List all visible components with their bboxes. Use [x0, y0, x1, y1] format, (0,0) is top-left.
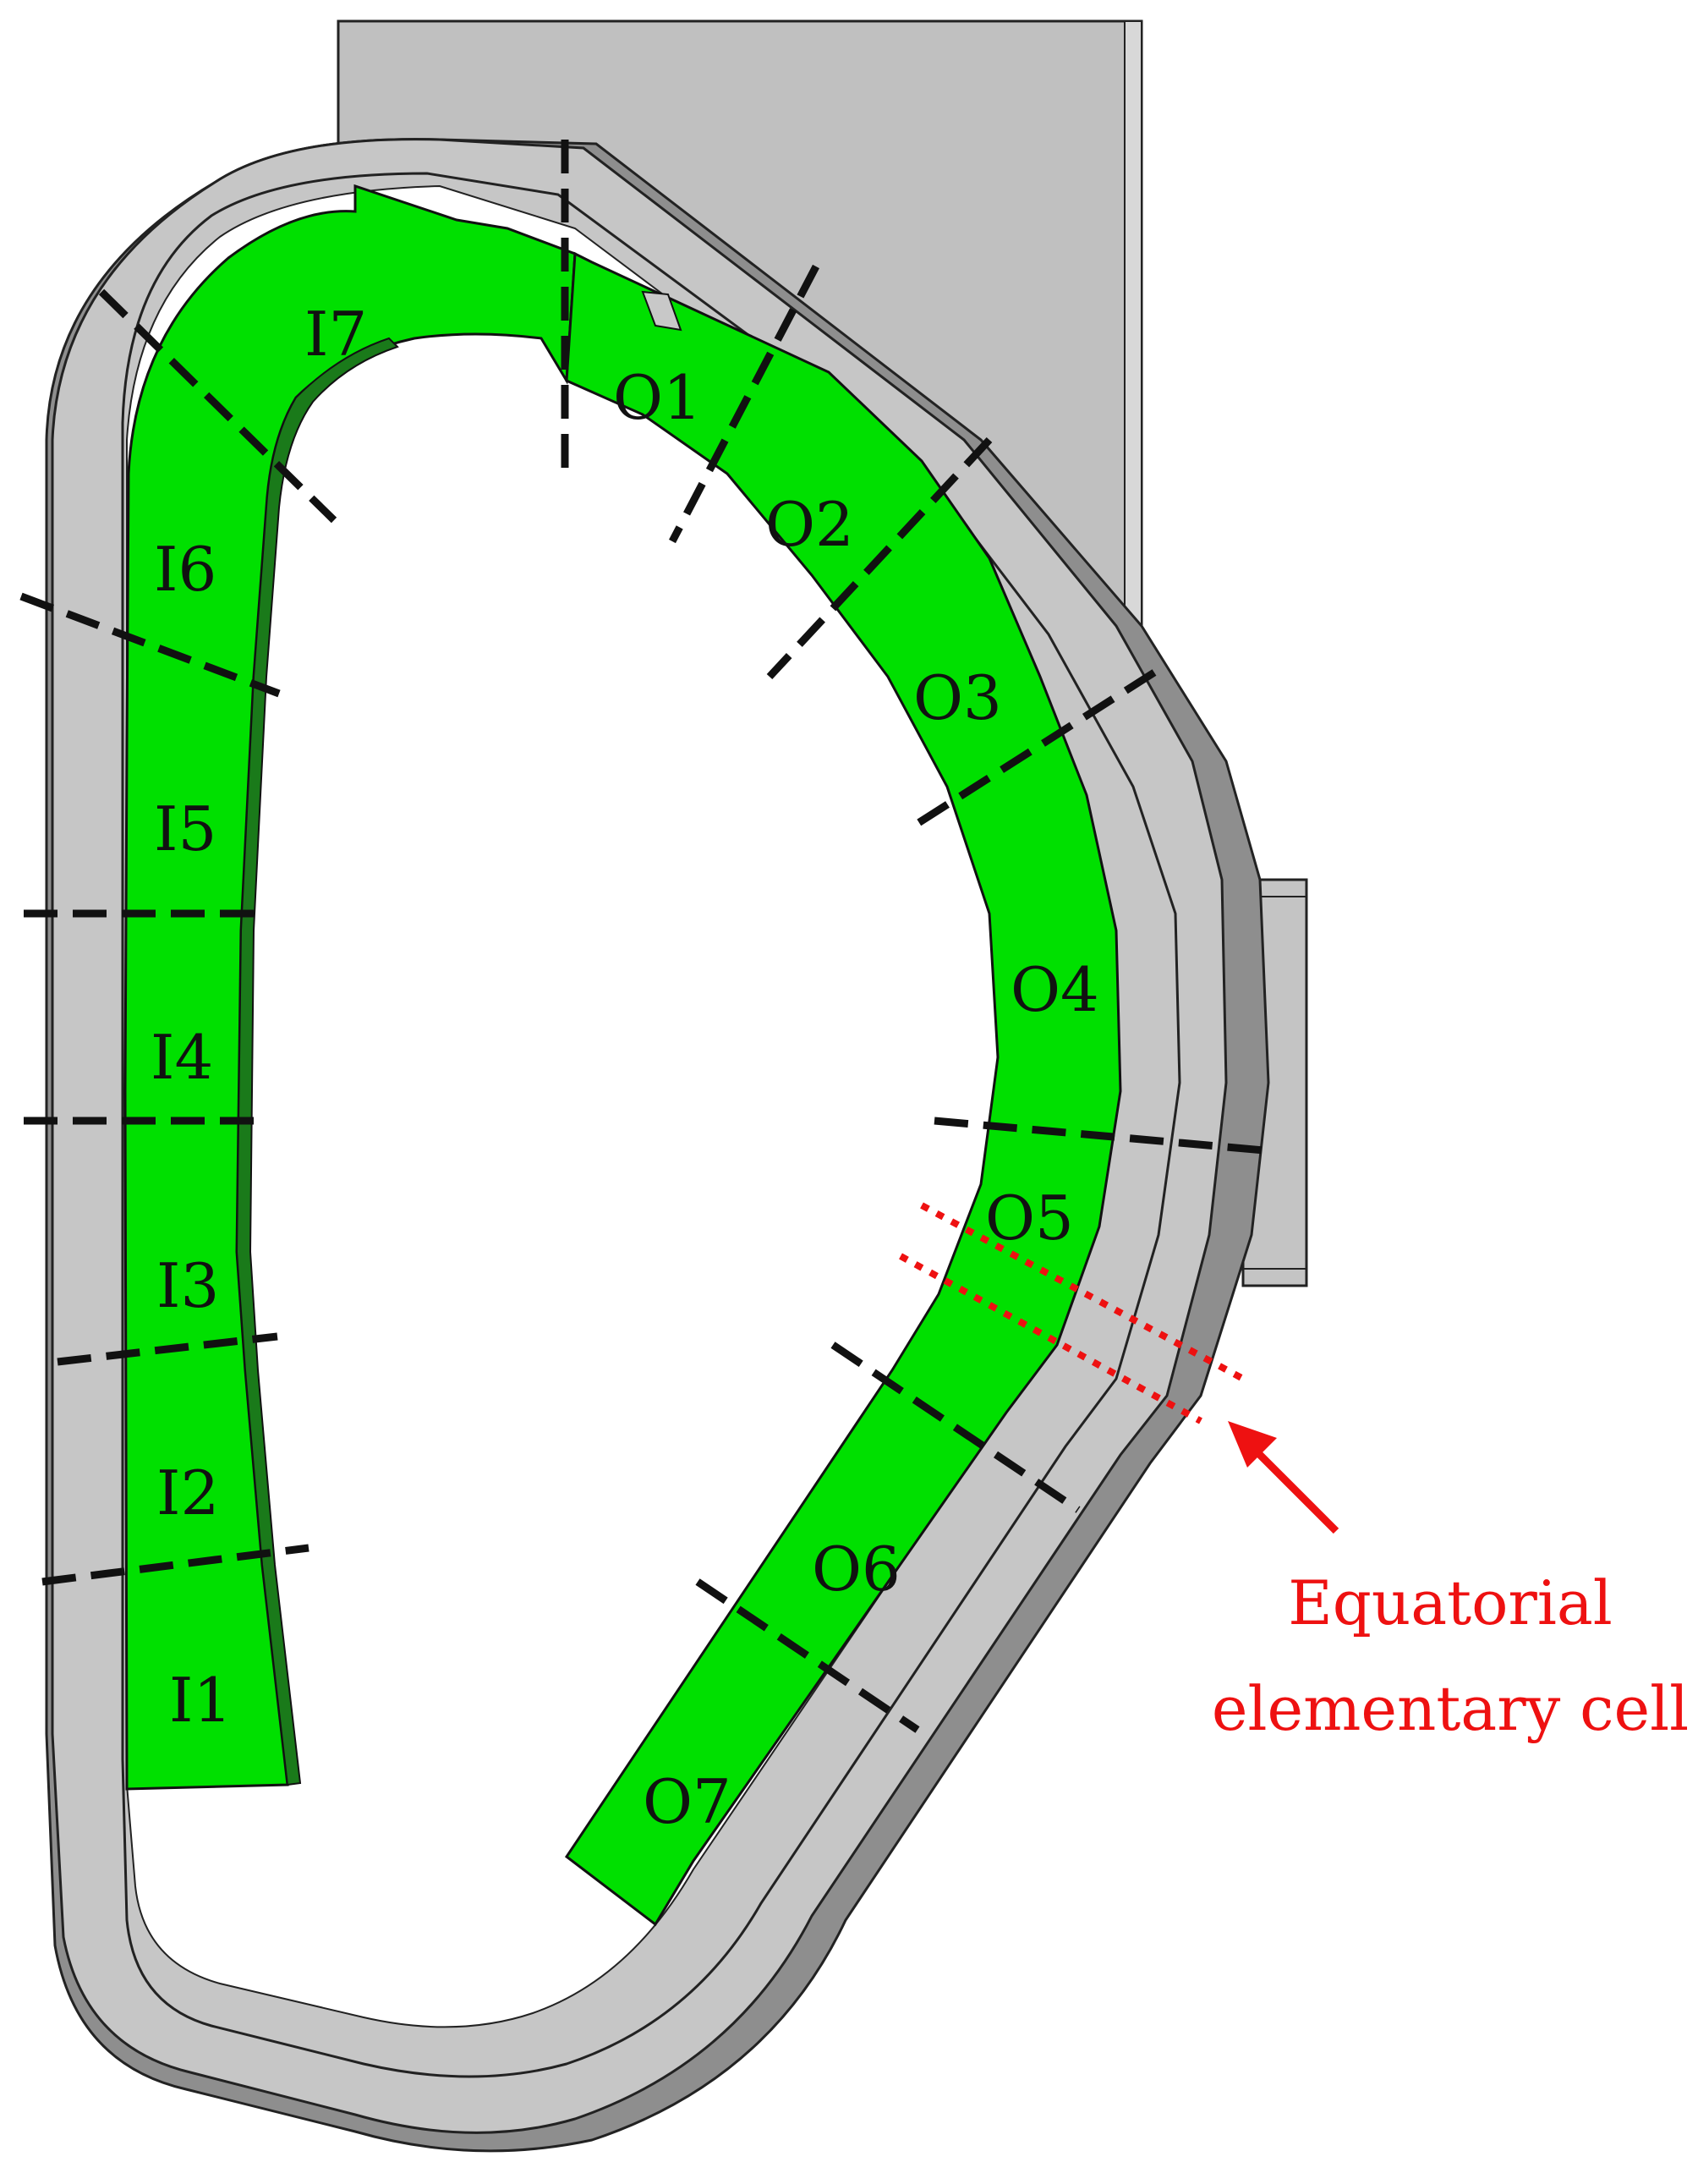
- segment-label-i7: I7: [304, 299, 367, 370]
- divider-i7-i6: [98, 288, 337, 524]
- equatorial-cell-markers: [899, 1202, 1245, 1424]
- support-plate-edge: [1124, 20, 1142, 627]
- segment-label-i4: I4: [151, 1022, 213, 1093]
- divider-i3-i2: [57, 1332, 278, 1366]
- divider-o1-o2: [669, 264, 819, 544]
- inboard-labels: I1 I2 I3 I4 I5 I6 I7: [151, 299, 367, 1736]
- equatorial-cell-lower: [899, 1253, 1202, 1424]
- segment-label-o2: O2: [765, 489, 854, 560]
- divider-o4-o5: [934, 1117, 1265, 1155]
- arrow-shaft: [1244, 1439, 1339, 1534]
- annotation-line-1: Equatorial: [1288, 1567, 1613, 1638]
- segment-label-i6: I6: [154, 534, 216, 605]
- outboard-notch: [641, 290, 682, 332]
- divider-o6-o7: [695, 1578, 920, 1733]
- segment-label-o5: O5: [985, 1183, 1074, 1254]
- divider-i2-i1: [41, 1544, 309, 1586]
- segment-label-o6: O6: [812, 1534, 901, 1605]
- segment-label-o4: O4: [1011, 954, 1099, 1025]
- arrow-head-icon: [1228, 1421, 1277, 1468]
- segment-label-i3: I3: [156, 1250, 219, 1321]
- segment-label-i2: I2: [156, 1457, 219, 1528]
- divider-o2-o3: [766, 436, 993, 680]
- segment-label-o7: O7: [643, 1766, 731, 1837]
- segment-label-o1: O1: [613, 362, 702, 433]
- annotation-arrow: [1228, 1421, 1339, 1534]
- divider-i6-i5: [19, 592, 281, 698]
- divider-o5-o6: [830, 1342, 1081, 1513]
- inner-structure-boundary: [121, 172, 1181, 2078]
- segment-label-i5: I5: [154, 793, 216, 864]
- outboard-labels: O1 O2 O3 O4 O5 O6 O7: [613, 362, 1099, 1837]
- segment-label-o3: O3: [913, 662, 1002, 733]
- annotation-label: Equatorial elementary cell: [1212, 1567, 1689, 1744]
- segment-label-i1: I1: [169, 1665, 232, 1736]
- annotation-line-2: elementary cell: [1212, 1673, 1689, 1744]
- inboard-blanket-edge: [235, 337, 399, 1786]
- segment-dividers: [19, 140, 1265, 1733]
